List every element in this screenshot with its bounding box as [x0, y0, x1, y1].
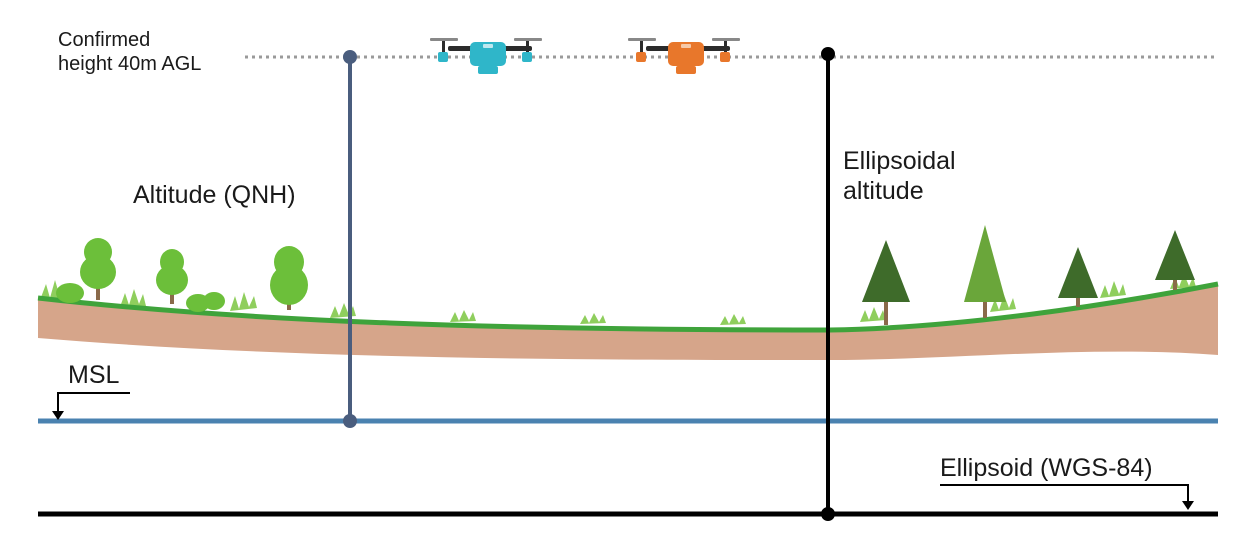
ground-grass-line — [37, 281, 1219, 333]
pine-tree-icon — [1155, 230, 1195, 290]
altitude-qnh-label: Altitude (QNH) — [133, 181, 296, 209]
confirmed-height-label-line2: height 40m AGL — [58, 53, 202, 75]
drone-icon — [430, 38, 542, 74]
pine-tree-icon — [964, 225, 1006, 318]
bush-icon — [56, 283, 225, 312]
confirmed-height-label: Confirmed height 40m AGL — [58, 28, 201, 76]
ellipsoidal-altitude-label-line2: altitude — [843, 177, 924, 205]
ellipsoidal-altitude-label: Ellipsoidal altitude — [843, 146, 956, 206]
ellipsoidal-altitude-label-line1: Ellipsoidal — [843, 147, 956, 175]
pine-tree-icon — [1058, 247, 1098, 307]
ellipsoid-label: Ellipsoid (WGS-84) — [940, 454, 1153, 482]
deciduous-tree-icon — [156, 249, 188, 304]
ellipsoid-pointer-icon — [940, 484, 1194, 510]
ground-soil — [38, 284, 1218, 360]
drone-icon — [628, 38, 740, 74]
confirmed-height-label-line1: Confirmed — [58, 29, 151, 51]
msl-label: MSL — [68, 361, 120, 389]
ellipsoidal-altitude-marker — [821, 47, 835, 521]
deciduous-tree-icon — [80, 238, 116, 300]
msl-pointer-icon — [52, 392, 130, 420]
deciduous-tree-icon — [270, 246, 308, 310]
pine-tree-icon — [862, 240, 910, 325]
qnh-altitude-marker — [343, 50, 357, 428]
